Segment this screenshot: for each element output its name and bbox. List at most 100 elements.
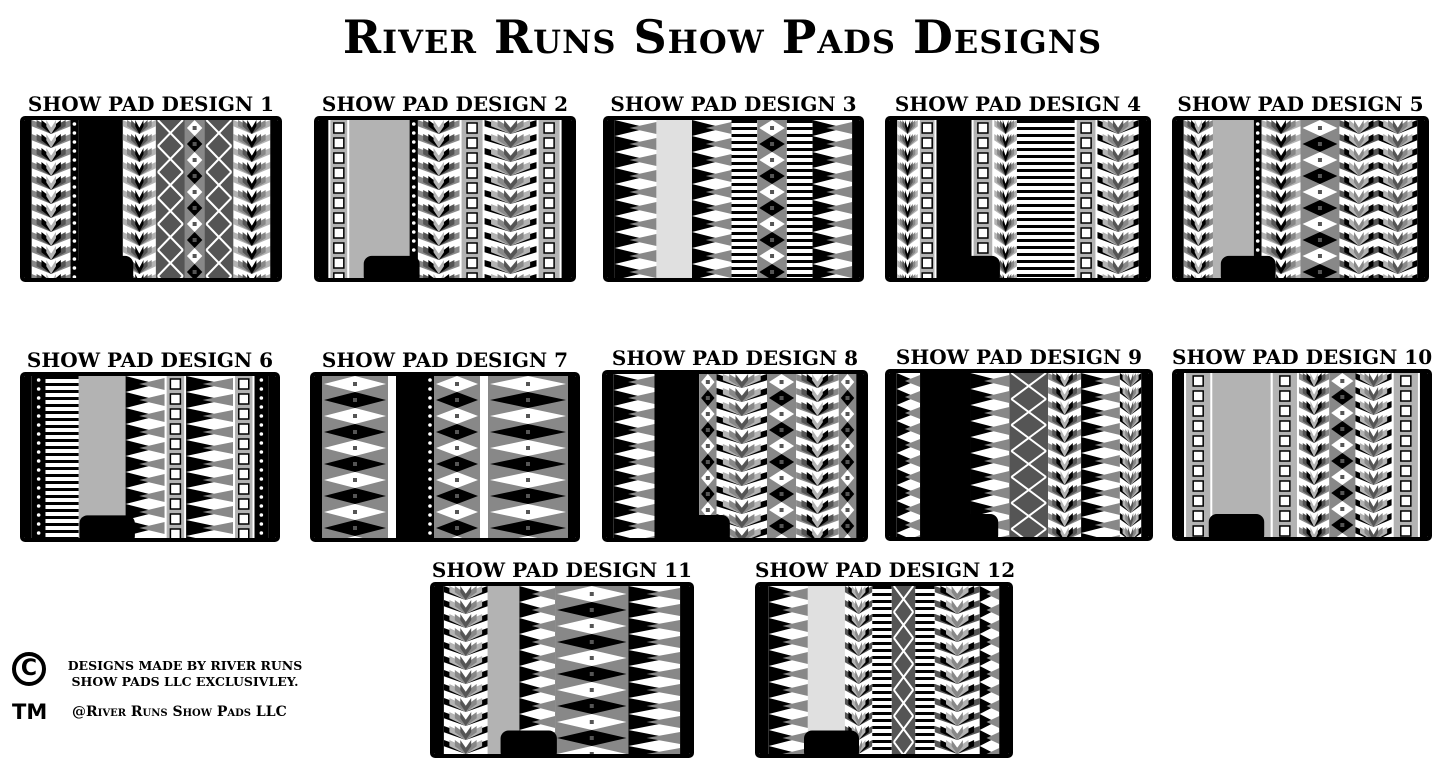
pattern-chevron xyxy=(904,120,911,278)
pattern-band xyxy=(759,586,769,754)
pattern-stripe xyxy=(1016,225,1075,228)
pattern-stripe xyxy=(786,134,813,137)
pattern-dot xyxy=(526,462,530,466)
pattern-dot xyxy=(779,396,784,400)
pattern-dot xyxy=(259,522,264,526)
pattern-dot xyxy=(192,222,197,226)
pattern-band xyxy=(607,120,615,278)
pattern-chevron xyxy=(1310,373,1318,537)
pattern-triangle xyxy=(202,426,234,438)
pattern-square xyxy=(466,257,478,269)
pattern-triangle xyxy=(646,652,681,664)
show-pad-pattern xyxy=(1176,373,1428,537)
pattern-dot xyxy=(1255,221,1260,225)
pattern-dot xyxy=(411,194,416,198)
pattern-chevron xyxy=(735,374,749,538)
pattern-stripe xyxy=(1016,211,1075,214)
pattern-cross xyxy=(205,197,233,225)
pattern-dot xyxy=(1255,194,1260,198)
pattern-dot xyxy=(411,149,416,153)
pattern-triangle xyxy=(629,202,657,214)
pattern-triangle xyxy=(904,391,921,403)
pattern-square xyxy=(1192,420,1204,432)
pattern-square xyxy=(238,408,250,420)
pattern-dot xyxy=(411,131,416,135)
pattern-stripe xyxy=(915,614,935,617)
pattern-dot xyxy=(192,270,197,274)
design-card: SHOW PAD DESIGN 9 xyxy=(885,345,1153,541)
pattern-band xyxy=(889,373,897,537)
pattern-dot xyxy=(259,450,264,454)
pattern-dot xyxy=(192,158,197,162)
pattern-triangle xyxy=(139,378,165,390)
pattern-square xyxy=(1400,375,1412,387)
pattern-triangle xyxy=(986,652,1000,664)
pattern-dot xyxy=(455,510,459,514)
pattern-square xyxy=(333,182,345,194)
pattern-chevron xyxy=(1369,373,1379,537)
pattern-square xyxy=(1279,510,1291,522)
design-card: SHOW PAD DESIGN 7 xyxy=(310,348,580,542)
pattern-square xyxy=(333,197,345,209)
pattern-chevron xyxy=(1194,120,1203,278)
pattern-triangle xyxy=(826,234,853,246)
pattern-dot xyxy=(353,510,357,514)
pattern-stripe xyxy=(45,530,79,533)
pattern-stripe xyxy=(915,593,935,596)
pattern-square xyxy=(169,498,182,510)
pattern-stripe xyxy=(45,502,79,505)
pattern-triangle xyxy=(1111,535,1120,537)
pattern-band xyxy=(254,376,269,538)
pattern-triangle xyxy=(202,394,234,406)
show-pad-image xyxy=(602,370,868,542)
pattern-dot xyxy=(526,414,530,418)
pattern-dot xyxy=(589,736,594,740)
pattern-cross xyxy=(157,145,184,173)
pattern-dot xyxy=(36,459,41,463)
pattern-band xyxy=(78,376,126,538)
pattern-dot xyxy=(259,504,264,508)
pattern-square xyxy=(1192,495,1204,507)
pattern-dot xyxy=(36,495,41,499)
pattern-dot xyxy=(411,185,416,189)
pattern-square xyxy=(1080,182,1092,194)
pattern-dot xyxy=(36,432,41,436)
pattern-square xyxy=(169,408,182,420)
pattern-band xyxy=(1212,373,1271,537)
pattern-triangle xyxy=(628,488,655,500)
pattern-triangle xyxy=(826,218,853,230)
pattern-dot xyxy=(259,468,264,472)
pattern-square xyxy=(169,393,182,405)
pattern-dot xyxy=(779,428,784,432)
pattern-band xyxy=(656,120,692,278)
pattern-dot xyxy=(72,257,77,261)
pattern-dot xyxy=(428,387,432,391)
show-pad-pattern xyxy=(1176,120,1425,278)
pattern-stripe xyxy=(872,607,892,610)
pattern-dot xyxy=(428,486,432,490)
pattern-stripe xyxy=(731,246,758,249)
pattern-square xyxy=(1400,465,1412,477)
design-card: SHOW PAD DESIGN 4 xyxy=(885,92,1151,282)
pattern-stripe xyxy=(786,204,813,207)
pattern-triangle xyxy=(904,471,921,483)
pattern-square xyxy=(543,257,555,269)
pattern-dot xyxy=(1255,140,1260,144)
pattern-cross xyxy=(205,120,233,147)
pattern-dot xyxy=(72,158,77,162)
pattern-dot xyxy=(411,176,416,180)
pattern-chevron xyxy=(1276,120,1286,278)
pattern-square xyxy=(921,212,933,224)
pattern-square xyxy=(169,453,182,465)
show-pad-image xyxy=(310,372,580,542)
pattern-stripe xyxy=(731,141,758,144)
pattern-stripe xyxy=(731,232,758,235)
pattern-square xyxy=(543,272,555,278)
pattern-dot xyxy=(455,430,459,434)
pattern-stripe xyxy=(786,253,813,256)
pattern-square xyxy=(1279,405,1291,417)
pattern-square xyxy=(169,378,182,390)
pattern-triangle xyxy=(915,535,921,537)
pattern-triangle xyxy=(1000,535,1010,537)
show-pad-image xyxy=(755,582,1013,758)
